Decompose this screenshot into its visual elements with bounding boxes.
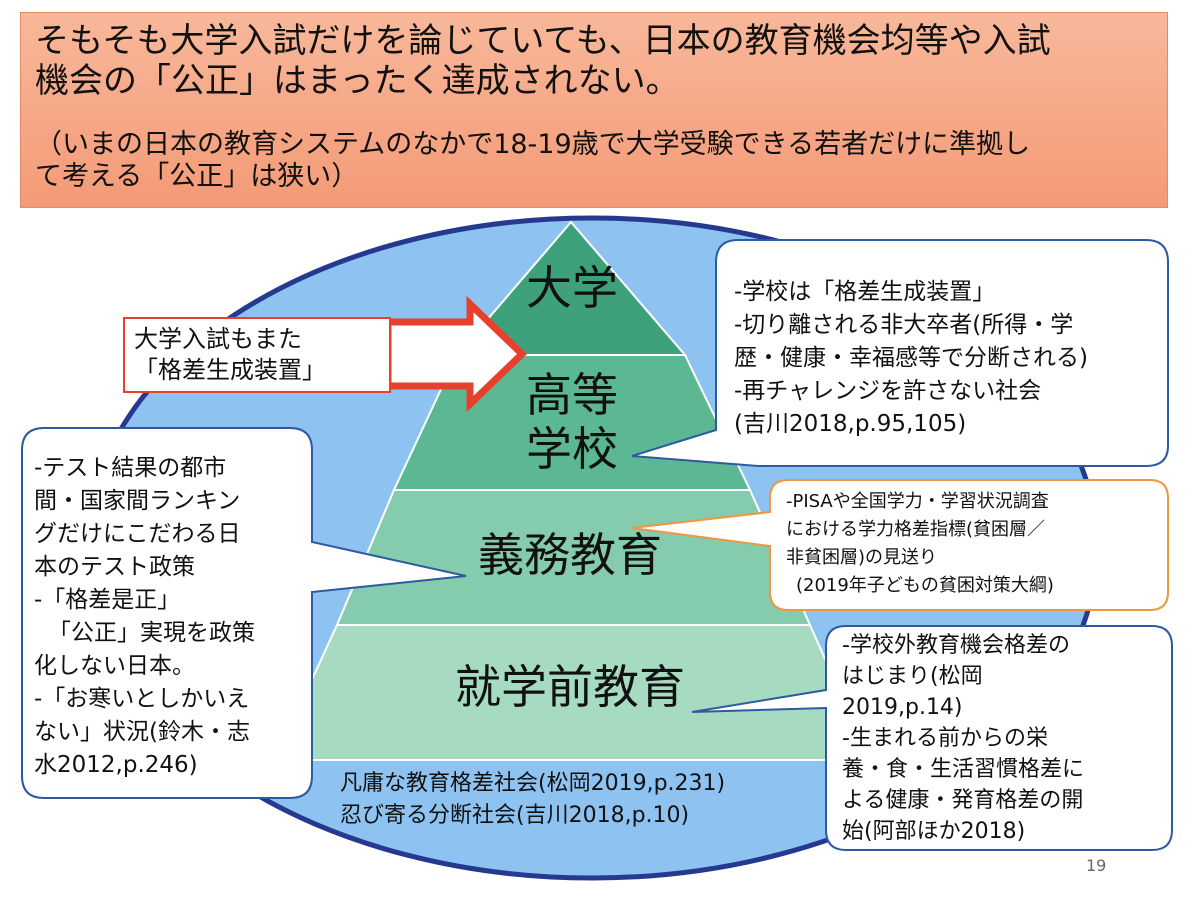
callout-bottom-right-shape (691, 625, 1173, 851)
callout-mid-right-text: -PISAや全国学力・学習状況調査 における学力格差指標(貧困層／ 非貧困層)の… (786, 491, 1054, 596)
tier-compulsory-label: 義務教育 (478, 528, 662, 582)
callout-left-text: -テスト結果の都市 間・国家間ランキン グだけにこだわる日 本のテスト政策 -「… (34, 455, 255, 778)
red-arrow (384, 295, 528, 413)
header-banner: そもそも大学入試だけを論じていても、日本の教育機会均等や入試 機会の「公正」はま… (20, 12, 1168, 208)
callout-bottom-right-text: -学校外教育機会格差の はじまり(松岡 2019,p.14) -生まれる前からの… (842, 633, 1085, 844)
bottom-caption: 凡庸な教育格差社会(松岡2019,p.231) 忍び寄る分断社会(吉川2018,… (340, 771, 726, 828)
header-title: そもそも大学入試だけを論じていても、日本の教育機会均等や入試 機会の「公正」はま… (35, 21, 1051, 101)
callout-top-right-text: -学校は「格差生成装置」 -切り離される非大卒者(所得・学 歴・健康・幸福感等で… (734, 279, 1088, 437)
arrow-box-text: 大学入試もまた 「格差生成装置」 (134, 325, 326, 384)
page-number: 19 (1086, 856, 1107, 875)
tier-highschool-label: 高等 学校 (526, 368, 618, 476)
tier-preschool-label: 就学前教育 (455, 660, 685, 714)
arrow-label-box (123, 317, 391, 393)
header-subtitle: （いまの日本の教育システムのなかで18-19歳で大学受験できる若者だけに準拠し … (35, 129, 1031, 192)
callout-top-right-shape (631, 239, 1169, 467)
tier-university-label: 大学 (526, 261, 618, 315)
callout-mid-right-shape (631, 479, 1169, 611)
callout-left-shape (21, 427, 467, 799)
